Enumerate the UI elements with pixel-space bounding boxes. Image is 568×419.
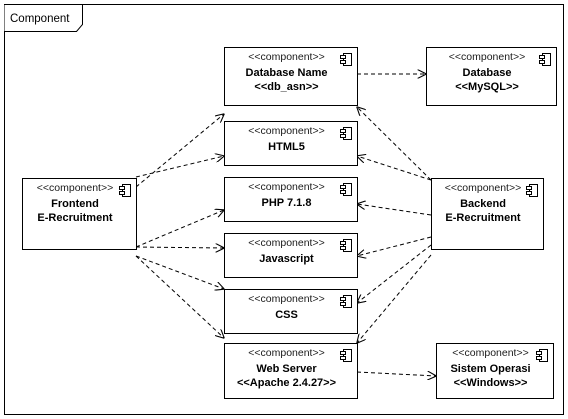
dependency-backend-to-html5 (357, 156, 432, 181)
component-os[interactable]: <<component>> Sistem Operasi <<Windows>> (436, 343, 554, 399)
dependency-frontend-to-css (135, 255, 224, 289)
component-name: PHP 7.1.8 (262, 197, 312, 209)
component-box (426, 47, 557, 106)
component-detail: <<Apache 2.4.27>> (237, 377, 336, 389)
component-stereotype: <<component>> (248, 125, 324, 137)
component-stereotype: <<component>> (445, 182, 521, 194)
component-box (22, 178, 137, 250)
component-box (224, 177, 358, 222)
component-javascript[interactable]: <<component>> Javascript (224, 233, 358, 278)
component-box (224, 289, 358, 334)
component-detail: <<Windows>> (454, 377, 528, 389)
component-icon (340, 349, 352, 362)
component-stereotype: <<component>> (248, 347, 324, 359)
component-box (224, 233, 358, 278)
dependency-backend-to-php (357, 204, 432, 216)
dependency-frontend-to-db_name (135, 114, 224, 188)
component-stereotype: <<component>> (248, 237, 324, 249)
component-stereotype: <<component>> (452, 347, 528, 359)
dependency-backend-to-javascript (357, 236, 432, 256)
component-icon (340, 127, 352, 140)
component-box (431, 178, 544, 250)
component-stereotype: <<component>> (248, 293, 324, 305)
dependency-frontend-to-html5 (135, 156, 224, 178)
component-icon (536, 349, 548, 362)
component-name: CSS (275, 309, 298, 321)
component-php[interactable]: <<component>> PHP 7.1.8 (224, 177, 358, 222)
component-stereotype: <<component>> (449, 51, 525, 63)
dependency-backend-to-webserver (357, 254, 432, 343)
component-html5[interactable]: <<component>> HTML5 (224, 121, 358, 166)
component-db_name[interactable]: <<component>> Database Name <<db_asn>> (224, 47, 358, 106)
dependency-webserver-to-os (356, 372, 436, 376)
component-icon (119, 184, 131, 197)
component-stereotype: <<component>> (37, 182, 113, 194)
component-icon (340, 239, 352, 252)
component-css[interactable]: <<component>> CSS (224, 289, 358, 334)
component-box (224, 47, 358, 106)
component-box (436, 343, 554, 399)
component-name: Web Server (256, 363, 317, 375)
component-detail: E-Recruitment (37, 212, 113, 224)
dependency-backend-to-db_name (357, 107, 432, 181)
dependency-frontend-to-webserver (135, 255, 224, 338)
component-icon (340, 183, 352, 196)
component-icon (526, 184, 538, 197)
component-detail: E-Recruitment (445, 212, 521, 224)
component-detail: <<MySQL>> (455, 81, 519, 93)
frame-title: Component (10, 13, 70, 25)
component-name: Database Name (246, 67, 328, 79)
dependency-layer (135, 74, 436, 376)
component-icon (539, 53, 551, 66)
component-box (224, 121, 358, 166)
component-name: Javascript (259, 253, 314, 265)
component-name: Database (463, 67, 512, 79)
component-database[interactable]: <<component>> Database <<MySQL>> (426, 47, 557, 106)
component-box (224, 343, 358, 399)
component-name: Sistem Operasi (450, 363, 530, 375)
frame-tab (4, 4, 83, 32)
component-stereotype: <<component>> (248, 181, 324, 193)
component-name: HTML5 (268, 141, 305, 153)
component-detail: <<db_asn>> (254, 81, 318, 93)
component-icon (340, 295, 352, 308)
component-layer: <<component>>Database Name<<db_asn>><<co… (22, 47, 557, 399)
component-name: Backend (460, 198, 506, 210)
component-webserver[interactable]: <<component>> Web Server <<Apache 2.4.27>> (224, 343, 358, 399)
component-stereotype: <<component>> (248, 51, 324, 63)
dependency-frontend-to-javascript (135, 247, 224, 248)
component-name: Frontend (51, 198, 99, 210)
dependency-frontend-to-php (135, 210, 224, 248)
component-icon (340, 53, 352, 66)
dependency-backend-to-css (357, 244, 432, 303)
